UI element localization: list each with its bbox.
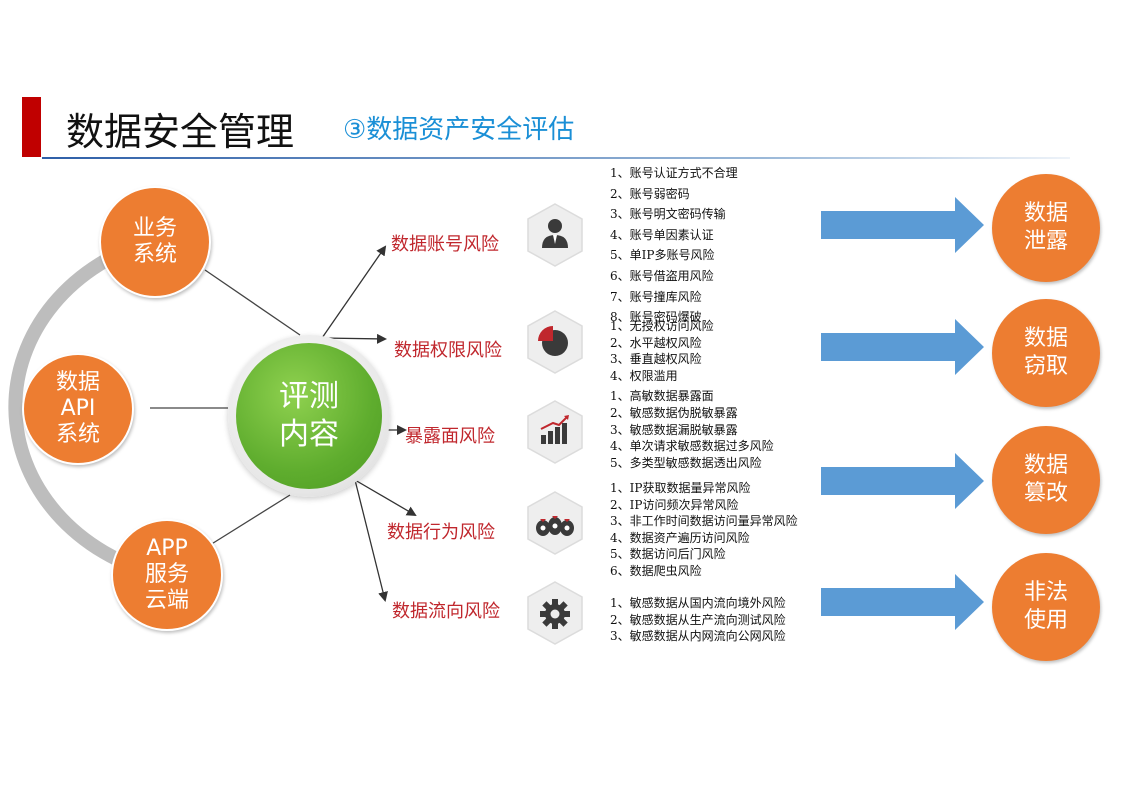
source-label: APP 服务 云端 xyxy=(144,536,189,613)
flow-risk-list: 1、敏感数据从国内流向境外风险 2、敏感数据从生产流向测试风险 3、敏感数据从内网流… xyxy=(610,595,786,645)
outcome-label: 数据 窃取 xyxy=(1023,326,1068,379)
center-label: 评测 内容 xyxy=(236,343,382,489)
risk-item: 4、权限滥用 xyxy=(610,368,678,383)
risk-item: 3、敏感数据漏脱敏暴露 xyxy=(610,422,738,437)
risk-label-account: 数据账号风险 xyxy=(391,234,499,255)
source-business-system: 业务 系统 xyxy=(99,186,211,298)
risk-item: 3、非工作时间数据访问量异常风险 xyxy=(610,514,798,529)
risk-item: 1、无授权访问风险 xyxy=(610,319,714,333)
person-icon xyxy=(527,203,583,267)
risk-item: 7、账号撞库风险 xyxy=(610,289,702,304)
risk-item: 2、水平越权风险 xyxy=(610,335,702,350)
behavior-risk-list: 1、IP获取数据量异常风险 2、IP访问频次异常风险 3、非工作时间数据访问量异常风… xyxy=(610,480,798,580)
risk-item: 3、垂直越权风险 xyxy=(610,352,702,366)
risk-label-exposure: 暴露面风险 xyxy=(405,426,495,447)
permission-risk-list: 1、无授权访问风险 2、水平越权风险 3、垂直越权风险 4、权限滥用 xyxy=(610,318,714,384)
blue-arrow-2 xyxy=(821,319,984,375)
risk-item: 5、数据访问后门风险 xyxy=(610,547,726,562)
risk-item: 4、数据资产遍历访问风险 xyxy=(610,530,750,545)
risk-item: 1、敏感数据从国内流向境外风险 xyxy=(610,596,786,610)
risk-item: 2、敏感数据从生产流向测试风险 xyxy=(610,612,786,627)
blue-arrow-4 xyxy=(821,574,984,630)
page-title: 数据安全管理 xyxy=(66,110,295,154)
outcome-illegal-use: 非法 使用 xyxy=(992,553,1100,661)
source-label: 数据 API 系统 xyxy=(55,370,100,447)
risk-label-permission: 数据权限风险 xyxy=(394,340,502,361)
risk-label-flow: 数据流向风险 xyxy=(392,601,500,622)
outcome-label: 数据 泄露 xyxy=(1023,201,1068,254)
outcome-data-theft: 数据 窃取 xyxy=(992,299,1100,407)
exposure-risk-list: 1、高敏数据暴露面 2、敏感数据伪脱敏暴露 3、敏感数据漏脱敏暴露 4、单次请求敏感数… xyxy=(610,388,774,472)
risk-item: 8、账号密码爆破 xyxy=(610,310,702,325)
arrow-to-account-risk xyxy=(321,245,387,339)
blue-arrow-3 xyxy=(821,453,984,509)
risk-item: 2、敏感数据伪脱敏暴露 xyxy=(610,405,738,420)
source-arc xyxy=(8,233,162,582)
pie-chart-icon xyxy=(527,310,583,374)
risk-item: 1、IP获取数据量异常风险 xyxy=(610,481,751,495)
risk-item: 4、单次请求敏感数据过多风险 xyxy=(610,439,774,454)
gear-icon xyxy=(527,581,583,645)
risk-item: 6、数据爬虫风险 xyxy=(610,563,702,578)
page-subtitle: ③数据资产安全评估 xyxy=(343,115,575,145)
source-app-cloud: APP 服务 云端 xyxy=(111,519,223,631)
risk-label-behavior: 数据行为风险 xyxy=(387,522,495,543)
arrow-to-flow-risk xyxy=(354,479,388,602)
risk-item: 1、账号认证方式不合理 xyxy=(610,166,738,180)
center-circle: 评测 内容 xyxy=(228,335,390,497)
outcome-label: 非法 使用 xyxy=(1023,580,1068,633)
outcome-data-tampering: 数据 篡改 xyxy=(992,426,1100,534)
risk-item: 5、多类型敏感数据透出风险 xyxy=(610,456,762,471)
money-bags-icon xyxy=(527,491,583,555)
outcome-label: 数据 篡改 xyxy=(1023,453,1068,506)
blue-arrow-1 xyxy=(821,197,984,253)
risk-item: 1、高敏数据暴露面 xyxy=(610,389,714,403)
source-data-api-system: 数据 API 系统 xyxy=(22,353,134,465)
risk-item: 6、账号借盗用风险 xyxy=(610,268,714,283)
link-business-center xyxy=(204,269,301,336)
bar-chart-icon xyxy=(527,400,583,464)
risk-item: 3、敏感数据从内网流向公网风险 xyxy=(610,629,786,643)
link-app-center xyxy=(209,494,291,546)
risk-item: 4、账号单因素认证 xyxy=(610,227,714,242)
risk-item: 5、单IP多账号风险 xyxy=(610,248,715,263)
source-label: 业务 系统 xyxy=(132,216,177,267)
arrow-to-behavior-risk xyxy=(354,479,417,517)
risk-item: 2、账号弱密码 xyxy=(610,186,690,201)
outcome-data-leak: 数据 泄露 xyxy=(992,174,1100,282)
title-divider xyxy=(42,157,1070,159)
account-risk-list: 1、账号认证方式不合理 2、账号弱密码 3、账号明文密码传输 4、账号单因素认证 5、单… xyxy=(610,163,738,328)
title-accent-bar xyxy=(22,97,41,157)
risk-item: 3、账号明文密码传输 xyxy=(610,207,726,222)
risk-item: 2、IP访问频次异常风险 xyxy=(610,497,739,512)
